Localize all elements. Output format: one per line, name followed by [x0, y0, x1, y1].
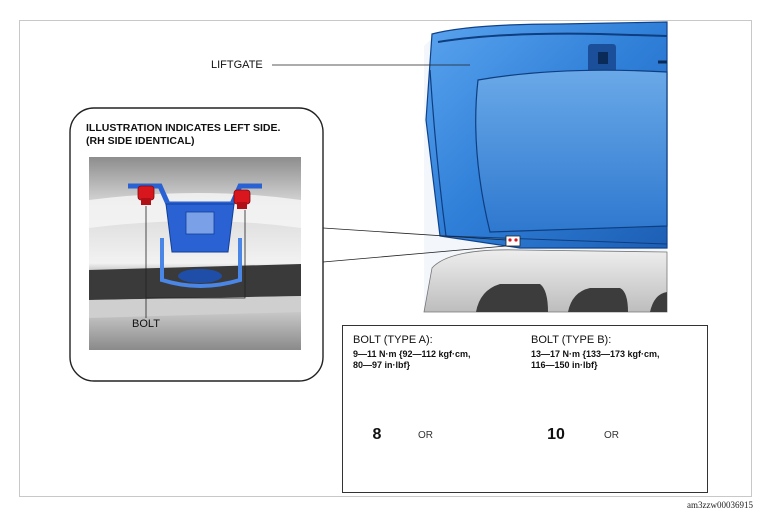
bolt-type-b-torque: 13—17 N·m {133—173 kgf·cm, 116—150 in·lb… — [531, 349, 660, 371]
bolt-type-a-torque: 9—11 N·m {92—112 kgf·cm, 80—97 in·lbf} — [353, 349, 471, 371]
bolt-type-a-torque-line-1: 9—11 N·m {92—112 kgf·cm, — [353, 349, 471, 359]
hinge-marker — [505, 235, 521, 247]
bolt-label: BOLT — [132, 318, 160, 330]
bolt-type-b-torque-line-2: 116—150 in·lbf} — [531, 360, 598, 370]
inset-title-line-1: ILLUSTRATION INDICATES LEFT SIDE. — [86, 122, 281, 134]
bolt-right-icon — [233, 189, 251, 205]
bolt-left-icon — [137, 185, 155, 201]
bolt-type-b-title: BOLT (TYPE B): — [531, 334, 612, 346]
figure-id: am3zzw00036915 — [687, 500, 753, 510]
liftgate-label: LIFTGATE — [211, 59, 263, 71]
bolt-type-b-torque-line-1: 13—17 N·m {133—173 kgf·cm, — [531, 349, 660, 359]
bolt-type-a-torque-line-2: 80—97 in·lbf} — [353, 360, 411, 370]
bolt-type-a-or: OR — [418, 430, 433, 441]
inset-leader-bottom — [322, 245, 507, 263]
bolt-type-a-title: BOLT (TYPE A): — [353, 334, 433, 346]
liftgate-glass — [475, 69, 668, 233]
bolt-type-b-size-mark: 10 — [547, 426, 565, 443]
liftgate-illustration — [423, 21, 668, 313]
inset-leader-top — [322, 227, 507, 241]
bolt-type-b-or: OR — [604, 430, 619, 441]
inset-title: ILLUSTRATION INDICATES LEFT SIDE. (RH SI… — [86, 122, 280, 148]
bolt-type-a-size-mark: 8 — [372, 426, 382, 443]
inset-title-line-2: (RH SIDE IDENTICAL) — [86, 135, 195, 147]
hinge-detail-inset — [69, 107, 324, 382]
bolt-spec-box — [342, 325, 708, 493]
